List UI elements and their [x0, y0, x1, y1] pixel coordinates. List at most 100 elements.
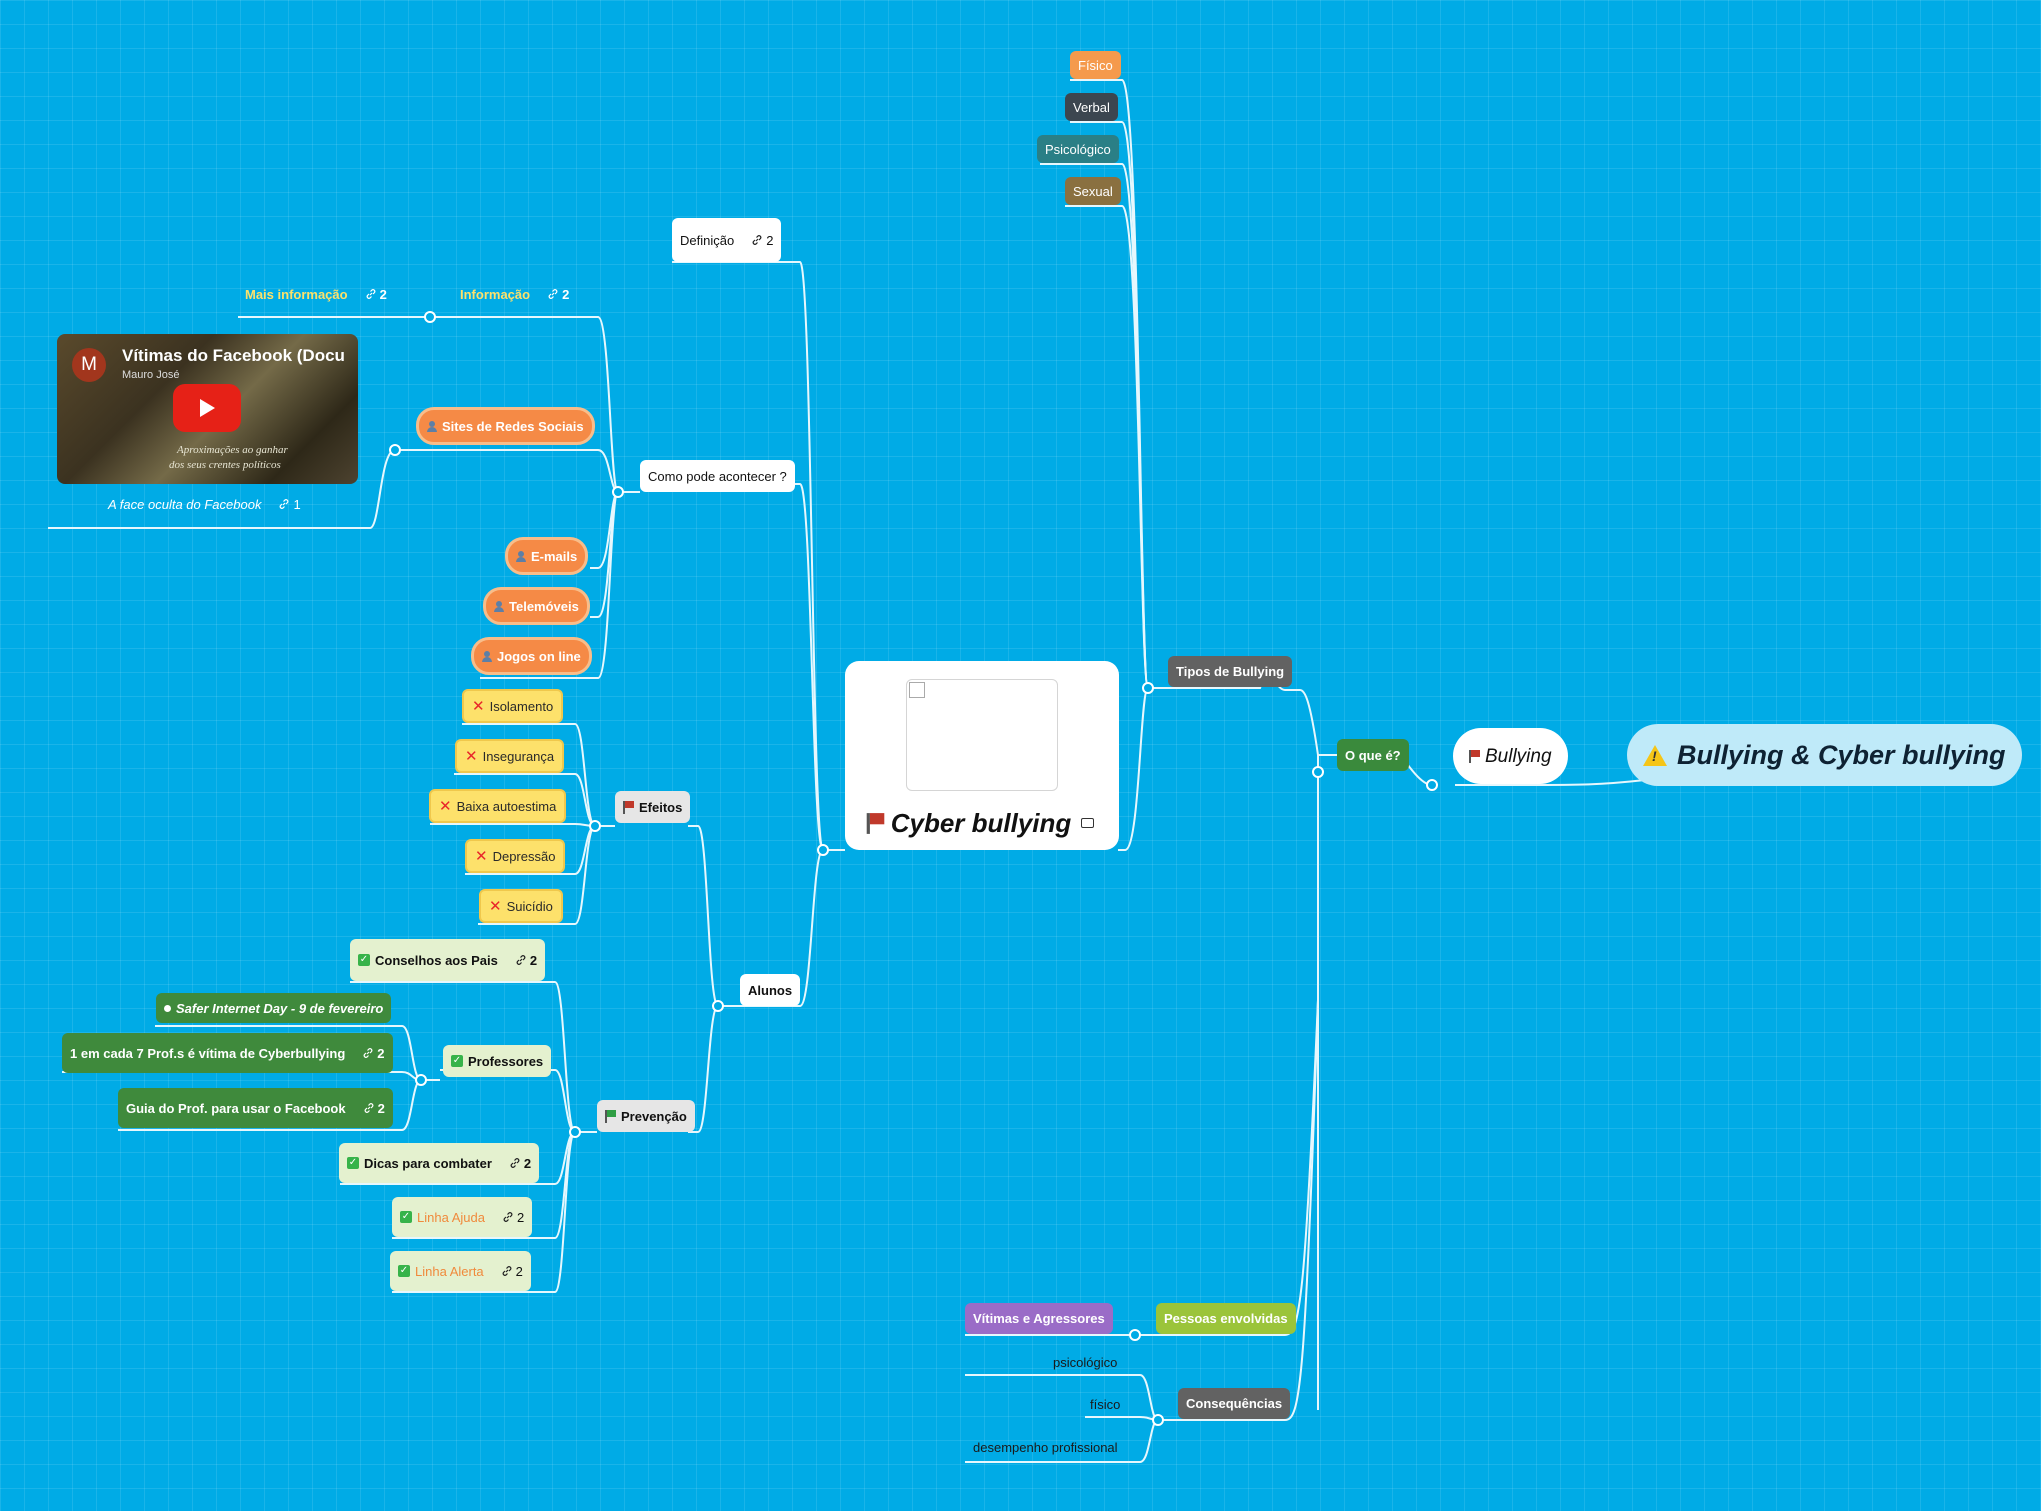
tipo-psicologico[interactable]: Psicológico	[1037, 135, 1119, 163]
checkbox-icon: ✓	[358, 954, 370, 966]
video-caption-line1: Aproximações ao ganhar	[177, 444, 288, 456]
efeito-depressao[interactable]: ✕Depressão	[465, 839, 566, 873]
red-flag-icon	[866, 812, 885, 834]
tipo-fisico[interactable]: Físico	[1070, 51, 1121, 79]
mais-informacao-node[interactable]: Mais informação 2	[237, 283, 395, 305]
tipo-label: Sexual	[1073, 183, 1113, 199]
checkbox-icon: ✓	[451, 1055, 463, 1067]
conselhos-pais-node[interactable]: ✓ Conselhos aos Pais 2	[350, 939, 546, 981]
video-avatar: M	[72, 348, 106, 382]
prevencao-node[interactable]: Prevenção	[597, 1100, 695, 1132]
emails-label: E-mails	[531, 548, 578, 564]
link-count-value: 2	[377, 1045, 385, 1061]
link-count[interactable]: 1	[278, 498, 301, 511]
informacao-label: Informação	[460, 286, 531, 302]
linha-ajuda-node[interactable]: ✓ Linha Ajuda 2	[392, 1197, 533, 1237]
o-que-e-node[interactable]: O que é?	[1337, 739, 1409, 771]
link-count[interactable]: 2	[515, 954, 537, 967]
play-button-icon[interactable]	[173, 384, 241, 432]
link-count[interactable]: 2	[509, 1157, 531, 1170]
green-flag-icon	[605, 1109, 616, 1123]
tipo-verbal[interactable]: Verbal	[1065, 93, 1118, 121]
tipo-sexual[interactable]: Sexual	[1065, 177, 1121, 205]
link-icon	[752, 235, 762, 245]
red-flag-icon	[1469, 749, 1480, 763]
definicao-node[interactable]: Definição 2	[672, 218, 782, 262]
telemoveis-label: Telemóveis	[509, 598, 579, 614]
conselhos-label: Conselhos aos Pais	[375, 952, 498, 968]
link-count[interactable]: 2	[547, 288, 569, 301]
cyber-bullying-node[interactable]: Cyber bullying	[845, 661, 1119, 850]
broken-image-placeholder	[906, 679, 1058, 791]
mais-informacao-label: Mais informação	[245, 286, 348, 302]
professores-label: Professores	[468, 1053, 544, 1069]
cross-icon: ✕	[489, 897, 502, 915]
face-oculta-node[interactable]: A face oculta do Facebook 1	[100, 493, 309, 515]
consequencia-item[interactable]: físico	[1082, 1393, 1128, 1415]
link-count[interactable]: 2	[365, 288, 387, 301]
emails-node[interactable]: E-mails	[505, 537, 589, 575]
consequencia-item[interactable]: psicológico	[1045, 1351, 1125, 1373]
efeito-suicidio[interactable]: ✕Suicídio	[479, 889, 563, 923]
link-count[interactable]: 2	[363, 1102, 385, 1115]
informacao-node[interactable]: Informação 2	[452, 283, 577, 305]
face-oculta-label: A face oculta do Facebook	[108, 496, 262, 512]
cross-icon: ✕	[475, 847, 488, 865]
root-label: Bullying & Cyber bullying	[1677, 739, 2006, 770]
link-icon	[366, 289, 375, 299]
safer-internet-day-node[interactable]: Safer Internet Day - 9 de fevereiro	[156, 993, 392, 1023]
consequencia-label: físico	[1090, 1396, 1121, 1412]
dicas-combater-node[interactable]: ✓ Dicas para combater 2	[339, 1143, 540, 1183]
efeito-label: Baixa autoestima	[456, 798, 557, 814]
pin-icon	[164, 1004, 171, 1012]
um-em-cada-sete-node[interactable]: 1 em cada 7 Prof.s é vítima de Cyberbull…	[62, 1033, 393, 1073]
link-icon	[364, 1103, 374, 1113]
link-count-value: 2	[516, 1209, 525, 1225]
vitimas-node[interactable]: Vítimas e Agressores	[965, 1303, 1113, 1334]
person-icon	[482, 650, 492, 662]
link-count[interactable]: 2	[362, 1045, 385, 1061]
linha-alerta-node[interactable]: ✓ Linha Alerta 2	[390, 1251, 531, 1291]
telemoveis-node[interactable]: Telemóveis	[483, 587, 590, 625]
sites-redes-sociais-node[interactable]: Sites de Redes Sociais	[416, 407, 595, 445]
link-count-value: 2	[377, 1100, 385, 1116]
efeitos-node[interactable]: Efeitos	[615, 791, 691, 823]
efeito-isolamento[interactable]: ✕Isolamento	[462, 689, 564, 723]
pessoas-label: Pessoas envolvidas	[1164, 1311, 1288, 1326]
como-pode-node[interactable]: Como pode acontecer ?	[640, 460, 795, 492]
sites-label: Sites de Redes Sociais	[442, 418, 584, 434]
professores-node[interactable]: ✓ Professores	[443, 1045, 552, 1077]
tipos-label: Tipos de Bullying	[1176, 664, 1285, 679]
pessoas-node[interactable]: Pessoas envolvidas	[1156, 1303, 1296, 1334]
cyber-label: Cyber bullying	[890, 808, 1072, 838]
bullying-node[interactable]: Bullying	[1453, 728, 1568, 784]
consequencia-label: psicológico	[1053, 1354, 1118, 1370]
link-count[interactable]: 2	[501, 1265, 523, 1278]
efeito-label: Isolamento	[489, 698, 554, 714]
guia-professor-node[interactable]: Guia do Prof. para usar o Facebook 2	[118, 1088, 393, 1128]
image-icon[interactable]	[1081, 818, 1095, 828]
video-thumbnail[interactable]: M Vítimas do Facebook (Docu Mauro José A…	[57, 334, 358, 484]
link-count[interactable]: 2	[751, 234, 773, 247]
efeito-label: Suicídio	[506, 898, 553, 914]
alunos-node[interactable]: Alunos	[740, 974, 801, 1006]
jogos-node[interactable]: Jogos on line	[471, 637, 592, 675]
efeito-inseguranca[interactable]: ✕Insegurança	[455, 739, 565, 773]
como-label: Como pode acontecer ?	[648, 468, 787, 484]
link-count-value: 2	[529, 952, 538, 968]
link-count-value: 2	[766, 232, 774, 248]
link-count-value: 2	[523, 1155, 532, 1171]
link-count[interactable]: 2	[502, 1211, 524, 1224]
tipos-node[interactable]: Tipos de Bullying	[1168, 656, 1293, 687]
video-title: Vítimas do Facebook (Docu	[122, 346, 345, 365]
root-node[interactable]: ! Bullying & Cyber bullying	[1627, 724, 2022, 786]
consequencias-node[interactable]: Consequências	[1178, 1388, 1291, 1419]
bullying-label: Bullying	[1485, 745, 1552, 767]
efeito-baixa-autoestima[interactable]: ✕Baixa autoestima	[429, 789, 567, 823]
consequencia-item[interactable]: desempenho profissional	[965, 1436, 1126, 1458]
um-em-cada-sete-label: 1 em cada 7 Prof.s é vítima de Cyberbull…	[70, 1045, 346, 1061]
tipo-label: Verbal	[1073, 99, 1110, 115]
consequencias-label: Consequências	[1186, 1396, 1283, 1411]
link-count-value: 2	[562, 286, 570, 302]
link-icon	[280, 499, 289, 509]
